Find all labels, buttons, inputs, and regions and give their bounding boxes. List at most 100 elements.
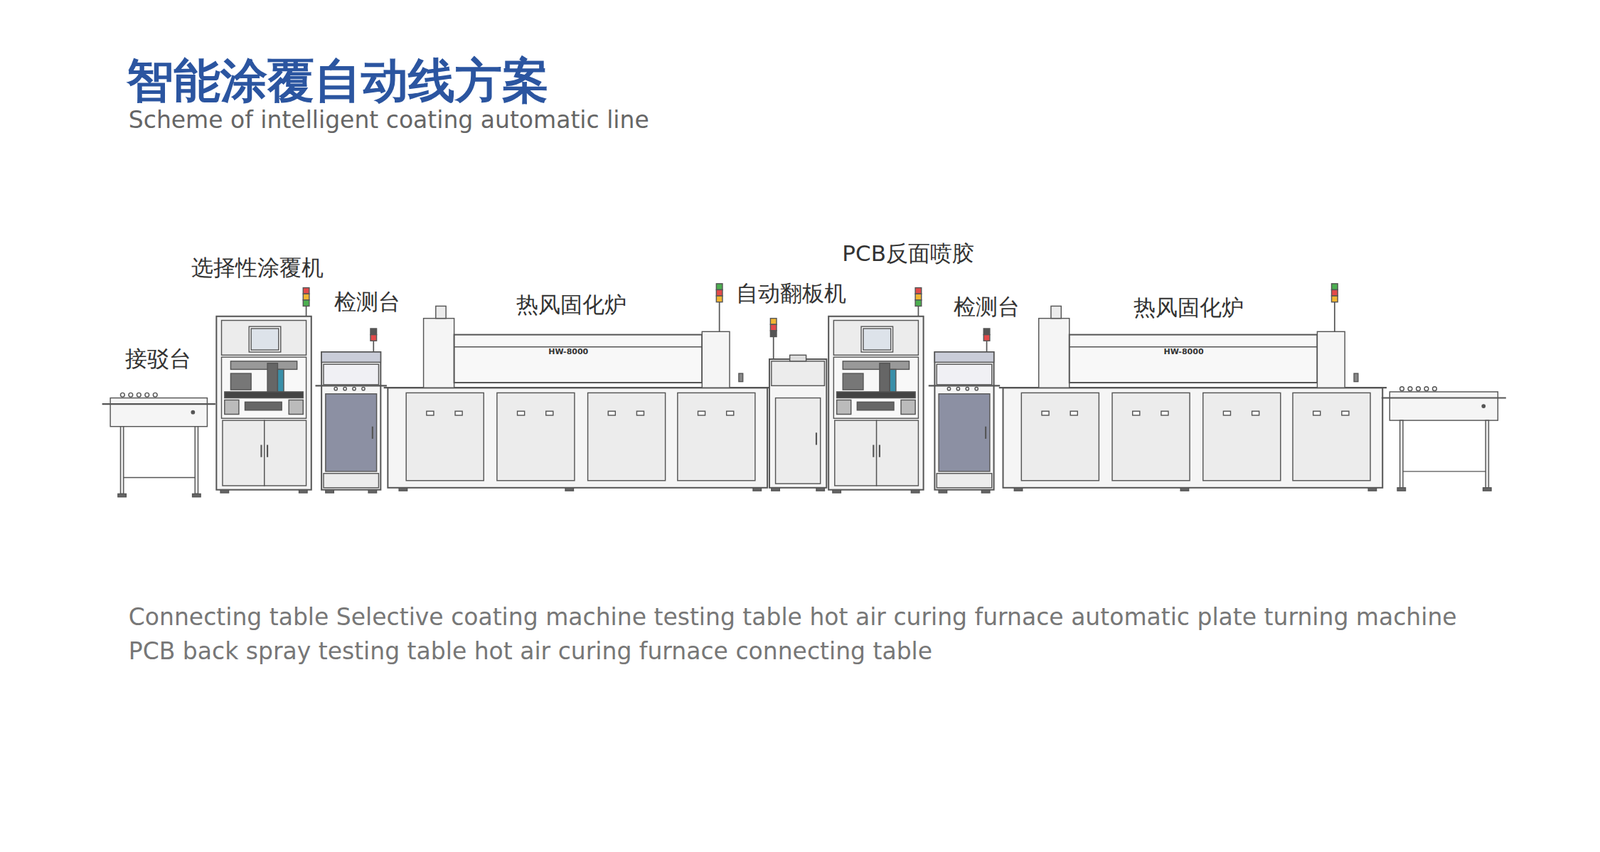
leveling-foot [938,489,947,493]
signal-light [716,283,723,291]
furnace-hood [454,334,703,383]
vent-slot [726,411,734,416]
leveling-foot [1397,487,1406,491]
vent-slot [608,411,616,416]
signal-tower-pole [305,305,308,316]
table-brace [1403,470,1486,472]
sensor [1353,373,1359,382]
control-knob [152,392,158,397]
signal-light [370,334,377,342]
vent-slot [1132,411,1140,416]
leveling-foot [398,487,407,491]
flipper-top [771,361,825,386]
side-block [224,399,239,414]
machine-label: 选择性涂覆机 [191,253,324,284]
button [947,386,951,390]
leveling-foot [118,493,126,497]
indicator [1481,404,1485,408]
coater-frame [828,316,924,490]
cabinet-door [876,420,919,486]
leveling-foot [220,489,229,493]
control-knob [145,392,150,397]
control-knob [1408,386,1413,392]
button [334,386,338,390]
signal-light [915,288,922,295]
screen-glass [863,328,892,350]
machine-label: 热风固化炉 [516,290,627,320]
vent-slot [1313,411,1321,416]
furnace-panel [406,392,484,480]
signal-light [302,288,310,295]
coater-window [833,356,919,419]
leveling-foot [368,489,377,493]
furnace-panel [1292,392,1371,480]
leveling-foot [1014,487,1022,491]
tester-top [934,352,994,362]
vent-slot [1223,411,1231,416]
signal-light [770,318,777,325]
leveling-foot [832,489,841,493]
title: 智能涂覆自动线方案 [126,49,549,114]
conveyor-rail [928,384,1000,387]
button [965,386,969,390]
signal-light [915,300,922,307]
furnace-body [387,387,768,488]
furnace-panel [1112,392,1190,480]
door-handle [872,445,874,458]
exhaust-pipe [435,305,446,318]
conveyor-rail [315,384,387,387]
tester-cabinet [938,393,990,472]
leveling-foot [1180,487,1189,491]
indicator [191,410,195,414]
valve [889,369,896,392]
conveyor-belt [224,391,303,399]
exhaust-pipe [1051,305,1061,318]
table-leg [120,426,124,495]
furnace-body [1003,387,1384,488]
pcb-tray [856,401,894,410]
tester-base [323,473,379,488]
flipper-frame [769,359,827,488]
side-block [836,399,852,414]
vent-slot [546,411,554,416]
leveling-foot [910,489,919,493]
button [352,386,356,390]
cabinet-door [264,420,307,486]
connecting-table-top [110,398,207,427]
coater-top-panel [221,320,307,356]
leveling-foot [1483,487,1492,491]
signal-light [983,334,990,342]
button [361,386,365,390]
vent-slot [455,411,463,416]
conveyor-rail [1381,396,1507,399]
model-plate: HW-8000 [1164,346,1204,356]
vent-slot [1070,411,1078,416]
flipper-lid [790,354,807,362]
valve [277,369,284,392]
control-knob [1400,386,1405,392]
vent-slot [1161,411,1169,416]
furnace-exit-tower [1316,331,1345,388]
signal-tower-pole [718,302,721,333]
table-leg [1485,420,1489,488]
conveyor-rail [102,403,216,405]
signal-light [716,295,723,303]
button [343,386,347,390]
signal-light [302,293,310,301]
vent-slot [1041,411,1049,416]
vent-slot [698,411,706,416]
control-knob [1424,386,1429,392]
table-leg [1400,420,1404,488]
tester-frame [321,352,381,490]
sensor [738,373,744,382]
signal-light [1331,283,1338,291]
tester-window [936,364,992,385]
signal-tower-pole [986,340,988,352]
leveling-foot [192,493,201,497]
cabinet-door [834,420,877,486]
coater-window [221,356,307,419]
control-knob [120,392,125,397]
furnace-exit-tower [701,331,730,388]
machine-label: 自动翻板机 [736,278,847,309]
touch-screen [861,326,893,352]
